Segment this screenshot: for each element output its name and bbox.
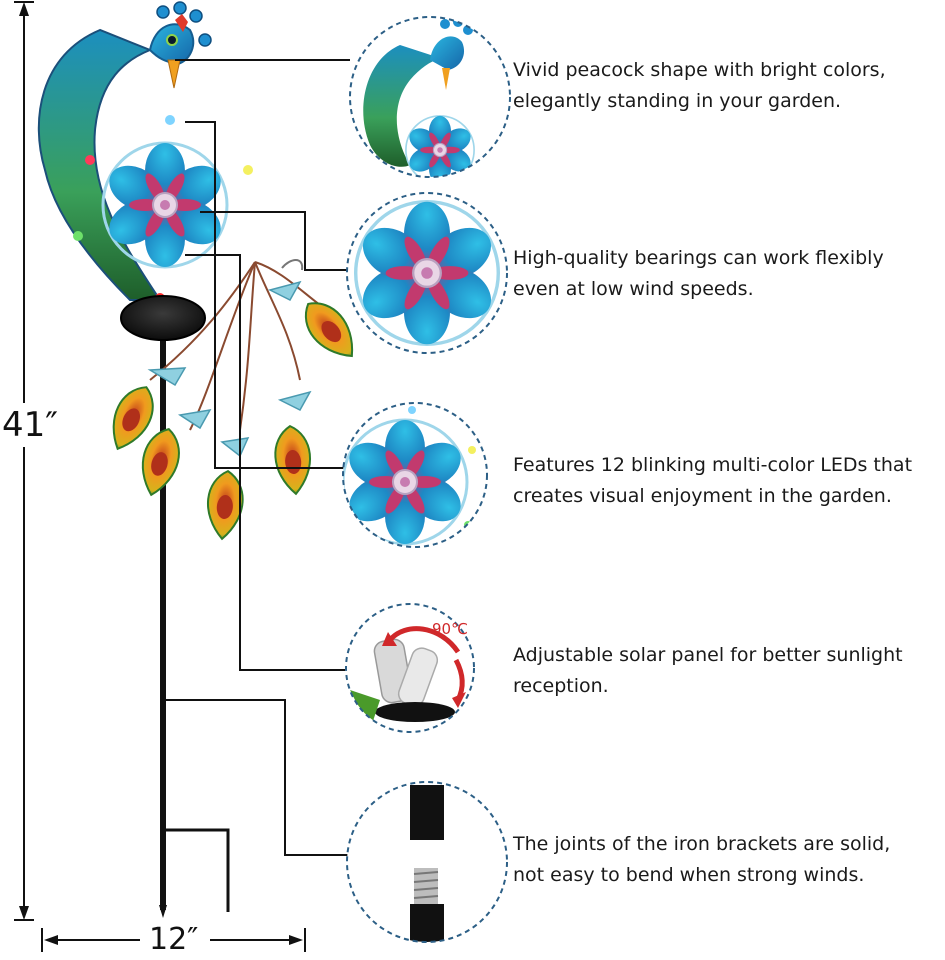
height-dimension <box>14 1 34 921</box>
peacock-body <box>37 28 162 301</box>
feature-joints: The joints of the iron brackets are soli… <box>513 833 891 886</box>
feature-bearings: High-quality bearings can work flexibly … <box>513 247 884 300</box>
feature-peacock-shape: Vivid peacock shape with bright colors, … <box>513 59 886 112</box>
pinwheel <box>99 141 231 269</box>
feature-solar-panel: Adjustable solar panel for better sunlig… <box>513 644 903 697</box>
peacock-crest <box>156 1 212 47</box>
detail-bearings <box>346 192 508 354</box>
peacock-product <box>37 1 367 918</box>
callout-lines <box>163 59 350 856</box>
width-dimension <box>41 928 306 952</box>
feature-leds: Features 12 blinking multi-color LEDs th… <box>513 454 913 507</box>
height-label: 41″ <box>2 403 58 447</box>
feather-stems <box>149 261 321 431</box>
detail-joints <box>346 781 508 943</box>
detail-peacock-shape <box>349 16 511 178</box>
solar-panel <box>120 295 206 341</box>
rotation-angle-label: 90℃ <box>432 620 468 638</box>
leaf-accents <box>147 280 312 458</box>
detail-solar-panel: 90℃ <box>345 603 475 733</box>
bracket-leg <box>163 828 230 912</box>
detail-leds <box>342 402 488 548</box>
width-label: 12″ <box>145 922 203 957</box>
